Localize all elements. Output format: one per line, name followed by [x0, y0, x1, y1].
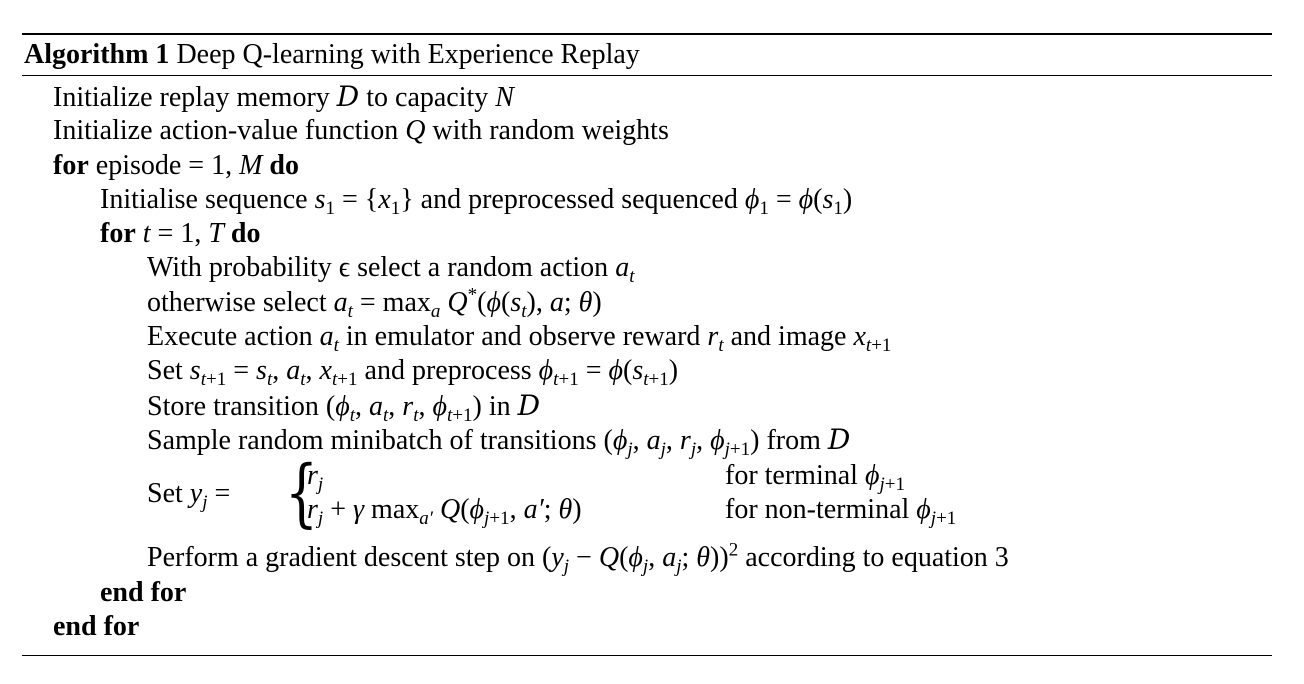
math-D: D — [827, 422, 851, 456]
line-text: and preprocess — [357, 355, 539, 387]
line-text: from — [759, 424, 828, 456]
line-text: episode = 1, — [88, 149, 240, 181]
piecewise-lhs: Set yj = — [147, 478, 231, 514]
algorithm-label: Algorithm 1 — [24, 39, 170, 70]
algo-line-14: end for — [22, 576, 1272, 610]
keyword-do: do — [230, 218, 261, 250]
line-text: Set — [147, 478, 190, 510]
line-text: for non-terminal — [725, 494, 917, 526]
math-r-t: rt — [707, 321, 724, 357]
line-text: in emulator and observe reward — [338, 321, 708, 353]
math-phi1-eq: ϕ1 = ϕ(s1) — [744, 183, 853, 219]
case-2-value: rj + γ maxa′ Q(ϕj+1, a′; θ) — [307, 494, 582, 530]
math-transition: (ϕt, at, rt, ϕt+1) — [325, 390, 482, 426]
math-N: N — [495, 82, 514, 113]
bottom-rule — [22, 655, 1272, 656]
keyword-for: for — [53, 149, 89, 181]
math-greedy-action: at = maxa Q*(ϕ(st), a; θ) — [333, 284, 602, 322]
top-rule — [22, 33, 1272, 35]
keyword-end-for: end for — [100, 576, 187, 608]
case-1-value: rj — [307, 460, 324, 496]
line-text: With probability ϵ select a random actio… — [147, 252, 616, 284]
line-text: according to equation 3 — [738, 542, 1009, 574]
math-a-t: at — [319, 321, 339, 357]
keyword-end-for: end for — [53, 610, 140, 642]
algo-line-1: Initialize replay memory D to capacity N — [22, 80, 1272, 114]
math-s1-eq: s1 = {x1} — [314, 183, 414, 219]
algo-line-5: for t = 1, T do — [22, 217, 1272, 251]
caption-rule — [22, 75, 1272, 76]
line-text: Set — [147, 355, 190, 387]
line-text: and image — [723, 321, 854, 353]
keyword-do: do — [269, 149, 299, 181]
math-x-t1: xt+1 — [853, 321, 892, 357]
line-text: with random weights — [425, 115, 669, 147]
algo-line-13: Perform a gradient descent step on (yj −… — [22, 539, 1272, 578]
math-D: D — [517, 388, 541, 422]
algorithm-title: Deep Q-learning with Experience Replay — [176, 39, 640, 70]
algo-line-15: end for — [22, 610, 1272, 644]
algo-line-12-piecewise: Set yj = { rj rj + γ maxa′ Q(ϕj+1, a′; θ… — [22, 453, 1272, 535]
algo-line-3: for episode = 1, M do — [22, 149, 1272, 183]
math-a-t: at — [615, 252, 635, 288]
math-M: M — [239, 149, 263, 181]
algo-line-8: Execute action at in emulator and observ… — [22, 320, 1272, 357]
line-text: and preprocessed sequenced — [413, 183, 745, 215]
line-text: Initialise sequence — [100, 183, 315, 215]
math-Q: Q — [405, 115, 426, 147]
line-text: Perform a gradient descent step on — [147, 542, 542, 574]
line-text: Initialize action-value function — [53, 115, 406, 147]
line-text: Execute action — [147, 321, 320, 353]
algo-line-6: With probability ϵ select a random actio… — [22, 251, 1272, 288]
keyword-for: for — [100, 218, 136, 250]
line-text: Sample random minibatch of transitions — [147, 424, 604, 456]
case-2-condition: for non-terminal ϕj+1 — [725, 494, 957, 530]
math-D: D — [336, 80, 360, 113]
line-text: Initialize replay memory — [53, 82, 337, 113]
algo-line-2: Initialize action-value function Q with … — [22, 114, 1272, 148]
algo-line-7: otherwise select at = maxa Q*(ϕ(st), a; … — [22, 284, 1272, 322]
left-brace: { — [285, 450, 318, 537]
case-1-condition: for terminal ϕj+1 — [725, 460, 905, 496]
algo-line-4: Initialise sequence s1 = {x1} and prepro… — [22, 183, 1272, 219]
algo-line-10: Store transition (ϕt, at, rt, ϕt+1) in D — [22, 388, 1272, 426]
math-phi-update: ϕt+1 = ϕ(st+1) — [538, 355, 679, 391]
line-text: for terminal — [725, 460, 865, 492]
math-t-range: t = 1, T — [142, 218, 224, 250]
algo-line-9: Set st+1 = st, at, xt+1 and preprocess ϕ… — [22, 354, 1272, 391]
algo-line-11: Sample random minibatch of transitions (… — [22, 422, 1272, 461]
math-s-update: st+1 = st, at, xt+1 — [189, 355, 358, 391]
line-text: to capacity — [359, 82, 496, 113]
line-text: Store transition — [147, 390, 326, 422]
math-minibatch: (ϕj, aj, rj, ϕj+1) — [603, 424, 760, 461]
algorithm-caption: Algorithm 1 Deep Q-learning with Experie… — [22, 35, 1272, 75]
line-text: otherwise select — [147, 286, 334, 318]
line-text: in — [481, 390, 518, 422]
math-loss: (yj − Q(ϕj, aj; θ))2 — [541, 539, 739, 578]
algorithm-block: Algorithm 1 Deep Q-learning with Experie… — [22, 33, 1272, 656]
